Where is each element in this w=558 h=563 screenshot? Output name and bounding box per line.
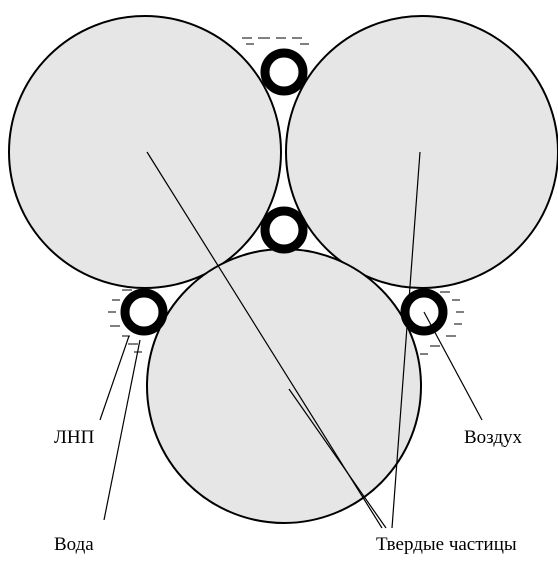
leader-air [423,311,483,421]
air-bubbles [120,48,448,336]
label-air: Воздух [464,427,523,448]
label-lnp: ЛНП [54,427,95,448]
particle-upper-right [285,15,558,289]
label-solid-particles: Твердые частицы [376,534,517,555]
leader-lnp [99,335,130,421]
water-dash [108,289,142,353]
label-water: Вода [54,534,94,555]
particle-upper-left [8,15,282,289]
solid-particles [8,15,558,524]
leader-solid-bottom [288,388,387,529]
leader-solid-upper-right [391,151,421,529]
particle-bottom [146,248,422,524]
air-bubble-top [260,48,308,96]
air-bubble-left [120,288,168,336]
water-dash [420,291,464,355]
leader-water [103,339,141,521]
water-dash [242,37,309,45]
air-bubble-center [260,206,308,254]
leader-lines [99,151,483,529]
